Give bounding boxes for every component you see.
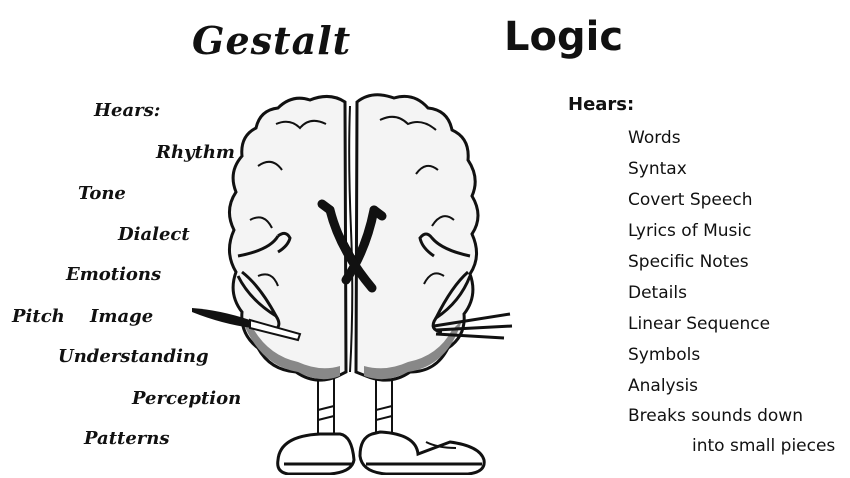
logic-item-linear-sequence: Linear Sequence — [628, 314, 770, 334]
gestalt-item-patterns: Patterns — [84, 428, 170, 449]
logic-item-lyrics-of-music: Lyrics of Music — [628, 221, 751, 241]
logic-item-analysis: Analysis — [628, 376, 698, 396]
logic-hears-label: Hears: — [568, 94, 634, 115]
logic-item-covert-speech: Covert Speech — [628, 190, 752, 210]
logic-title: Logic — [504, 14, 623, 60]
gestalt-item-dialect: Dialect — [118, 224, 190, 245]
gestalt-item-image: Image — [90, 306, 153, 327]
gestalt-hears-label: Hears: — [94, 100, 160, 121]
logic-item-breaks-sounds: Breaks sounds down — [628, 406, 803, 426]
logic-item-specific-notes: Specific Notes — [628, 252, 749, 272]
brain-illustration — [180, 80, 520, 475]
logic-item-words: Words — [628, 128, 681, 148]
gestalt-title: Gestalt — [192, 18, 351, 63]
logic-item-syntax: Syntax — [628, 159, 687, 179]
logic-item-symbols: Symbols — [628, 345, 700, 365]
right-hemisphere — [356, 95, 478, 380]
gestalt-item-tone: Tone — [78, 183, 126, 204]
logic-item-details: Details — [628, 283, 687, 303]
brain-shoes — [278, 432, 484, 474]
gestalt-item-emotions: Emotions — [66, 264, 161, 285]
gestalt-item-pitch: Pitch — [12, 306, 65, 327]
logic-item-small-pieces: into small pieces — [692, 436, 835, 456]
